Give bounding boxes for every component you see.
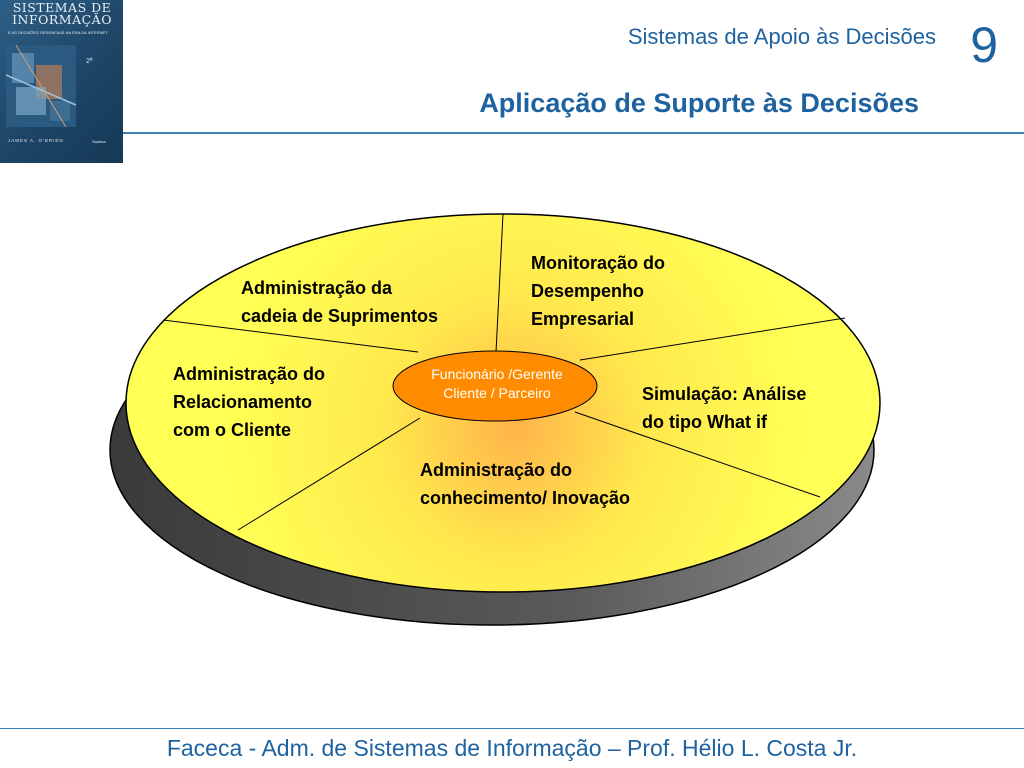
book-cover-subtitle: E AS DECISÕES GERENCIAIS NA ERA DA INTER… <box>8 30 108 35</box>
chapter-number: 9 <box>970 17 998 73</box>
center-ellipse <box>392 350 598 422</box>
divider-line-lower-left <box>237 417 421 531</box>
header-subtitle: Sistemas de Apoio às Decisões <box>627 24 936 49</box>
book-cover-author: JAMES A. O'BRIEN <box>8 138 64 143</box>
segment-knowledge-label: Administração do conhecimento/ Inovação <box>420 460 631 508</box>
segment-customer-label: Administração do Relacionamento com o Cl… <box>173 364 326 440</box>
book-cover-edition: 2ª <box>86 58 93 65</box>
header-divider <box>123 132 1024 134</box>
segment-performance-label: Monitoração do Desempenho Empresarial <box>531 253 665 329</box>
footer-text: Faceca - Adm. de Sistemas de Informação … <box>166 735 858 761</box>
divider-line-top <box>495 213 504 353</box>
page-title: Aplicação de Suporte às Decisões <box>479 88 919 118</box>
book-cover-art <box>6 45 76 127</box>
center-label: Funcionário /Gerente Cliente / Parceiro <box>394 365 600 403</box>
book-cover-title: SISTEMAS DE INFORMAÇÃO <box>12 0 112 27</box>
center-label-line2: Cliente / Parceiro <box>443 385 551 401</box>
center-label-line1: Funcionário /Gerente <box>431 366 563 382</box>
divider-line-lower-right <box>574 411 821 498</box>
segment-simulation-label: Simulação: Análise do tipo What if <box>642 384 807 432</box>
book-cover: SISTEMAS DE INFORMAÇÃO E AS DECISÕES GER… <box>0 0 123 163</box>
segment-supply-chain-label: Administração da cadeia de Suprimentos <box>241 278 439 326</box>
footer-divider <box>0 728 1024 729</box>
book-cover-publisher: Saraiva <box>92 139 106 144</box>
divider-line-upper-right <box>579 317 846 361</box>
divider-line-upper-left <box>162 319 419 353</box>
